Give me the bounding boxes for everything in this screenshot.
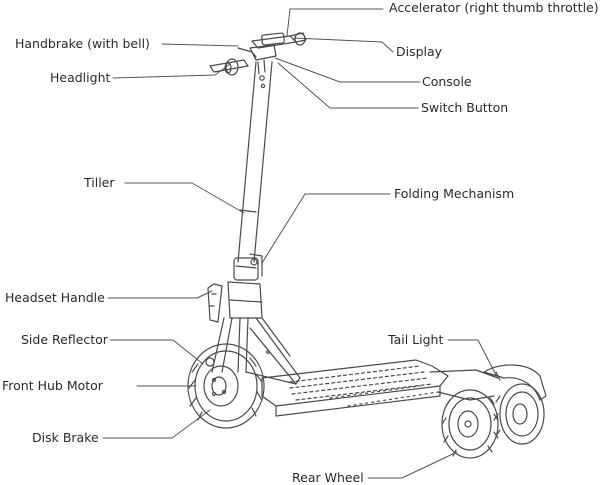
label-switch-button: Switch Button [421, 100, 509, 115]
leader-switch [277, 62, 419, 109]
label-rear-wheel: Rear Wheel [292, 470, 364, 485]
leader-console [274, 57, 421, 83]
deck [261, 359, 449, 417]
leader-tiller [124, 182, 245, 214]
label-tiller: Tiller [84, 175, 115, 190]
label-headset-handle: Headset Handle [5, 290, 105, 305]
label-disk-brake: Disk Brake [32, 430, 99, 445]
headset [207, 281, 263, 323]
tiller-tube [237, 61, 273, 263]
label-accelerator: Accelerator (right thumb throttle) [389, 0, 599, 15]
rear-frame [429, 364, 547, 401]
front-wheel [187, 343, 265, 429]
front-fork [205, 317, 249, 373]
leader-folding [261, 193, 391, 264]
leader-disk-brake [102, 409, 211, 439]
label-console: Console [422, 74, 472, 89]
leader-lines [102, 8, 497, 479]
label-tail-light: Tail Light [388, 332, 444, 347]
label-handbrake: Handbrake (with bell) [15, 36, 150, 51]
folding-mechanism [233, 253, 263, 281]
leader-headset [107, 290, 213, 299]
label-front-hub-motor: Front Hub Motor [2, 378, 103, 393]
handlebar [209, 32, 307, 89]
leader-tail-light [447, 339, 497, 376]
leader-accelerator [286, 8, 384, 37]
leader-display [293, 37, 394, 53]
label-headlight: Headlight [50, 70, 111, 85]
leader-side-reflector [109, 339, 204, 365]
label-side-reflector: Side Reflector [21, 332, 108, 347]
leader-handbrake [161, 43, 239, 47]
label-folding-mechanism: Folding Mechanism [394, 186, 515, 201]
rear-wheels [441, 383, 545, 459]
label-display: Display [396, 44, 443, 59]
leader-rear-wheel [367, 451, 458, 479]
